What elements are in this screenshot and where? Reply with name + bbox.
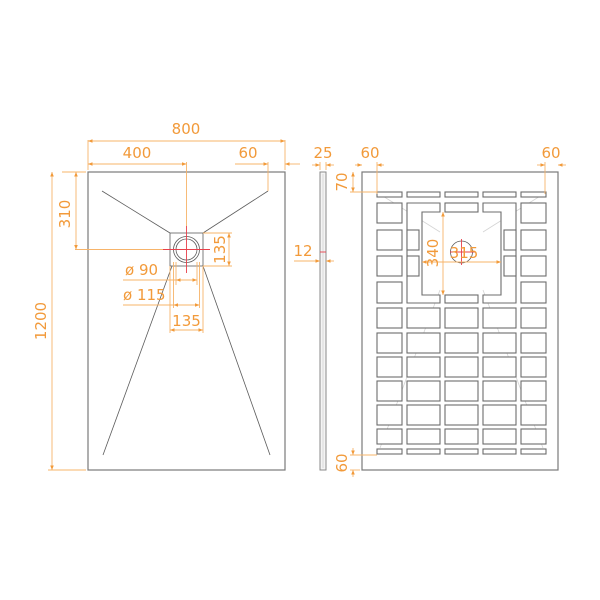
top-slot-row	[376, 191, 547, 198]
drain-box-width-label: 135	[172, 312, 201, 330]
tray-underside-outline	[361, 171, 559, 471]
left-margin-label: 60	[360, 144, 379, 162]
recess-width-label: 315	[450, 244, 479, 262]
side-view: 25 12	[293, 144, 334, 471]
slope-line	[202, 265, 271, 456]
drain-offset-y-label: 310	[56, 200, 74, 229]
drain-box-height-label: 135	[211, 235, 229, 264]
slope-line	[102, 265, 173, 456]
width-dimension-label: 800	[172, 120, 201, 138]
edge-margin-label: 60	[238, 144, 257, 162]
recess-right-cell	[482, 202, 517, 304]
grid-cells	[376, 202, 547, 445]
drain-offset-x-label: 400	[123, 144, 152, 162]
thickness-label: 25	[313, 144, 332, 162]
right-margin-label: 60	[541, 144, 560, 162]
top-margin-label: 70	[333, 172, 351, 191]
slope-line	[101, 190, 171, 234]
length-dimension-label: 1200	[32, 302, 50, 340]
top-view: 800 400 60 310 1200 135 ø 90	[32, 120, 300, 471]
recess-left-cell	[406, 202, 441, 304]
edge-thickness-label: 12	[293, 242, 312, 260]
bottom-slot-row	[376, 448, 547, 455]
slope-line	[202, 190, 269, 234]
bottom-margin-label: 60	[333, 453, 351, 472]
bottom-view: 60 60 70 60 315 340	[333, 144, 566, 477]
inner-diameter-label: ø 90	[125, 261, 158, 279]
recess-height-label: 340	[424, 239, 442, 268]
outer-diameter-label: ø 115	[123, 286, 166, 304]
